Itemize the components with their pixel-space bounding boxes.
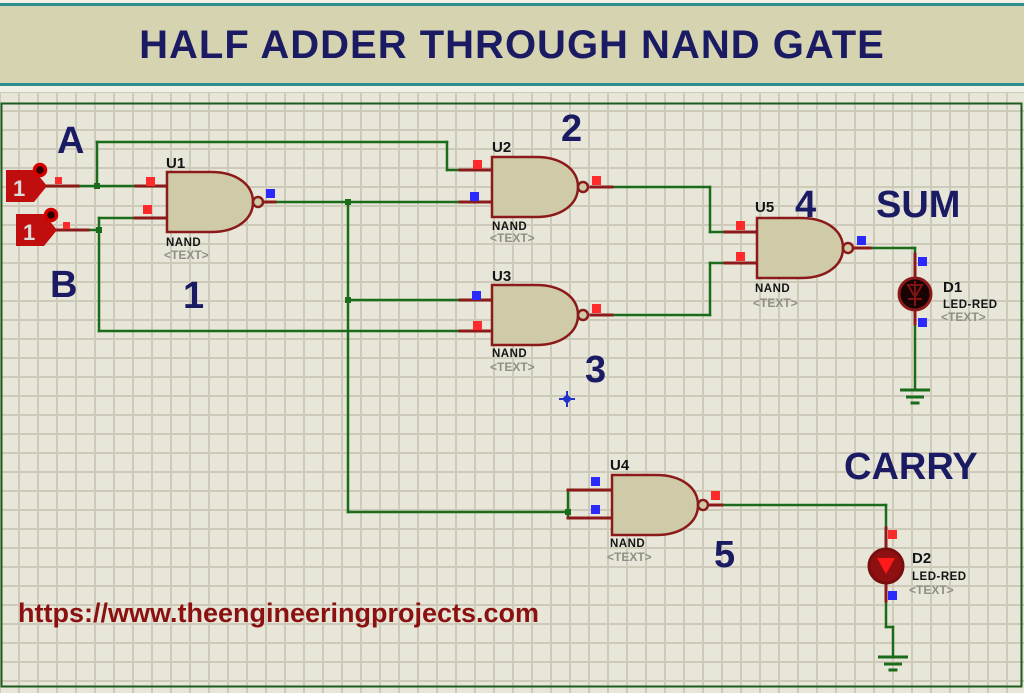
label-b-1: B: [50, 264, 77, 306]
label-u2-10: U2: [492, 139, 511, 156]
state-indicator-high: [473, 160, 482, 169]
state-indicator-low: [857, 236, 866, 245]
pin-a-toggle-button-icon[interactable]: [32, 162, 48, 178]
nand-gate-u1[interactable]: [165, 170, 255, 234]
logic-state-pin-a[interactable]: [6, 170, 47, 202]
label-a-0: A: [57, 120, 84, 162]
nand-gate-u2[interactable]: [490, 155, 580, 219]
state-indicator-high: [888, 530, 897, 539]
state-indicator-high: [736, 252, 745, 261]
label-text-28: <TEXT>: [941, 310, 986, 324]
label-4-5: 4: [795, 184, 816, 226]
label-nand-18: NAND: [492, 348, 527, 360]
state-indicator-high: [711, 491, 720, 500]
watermark-url: https://www.theengineeringprojects.com: [18, 598, 540, 628]
state-indicator-high: [143, 205, 152, 214]
state-indicator-low: [591, 505, 600, 514]
label-nand-20: NAND: [610, 538, 645, 550]
junction-dot: [94, 183, 100, 189]
label-u3-11: U3: [492, 268, 511, 285]
nand-gate-u1-bubble-icon: [251, 195, 265, 209]
label-u1-9: U1: [166, 155, 185, 172]
label-3-4: 3: [585, 349, 606, 391]
state-indicator-low: [266, 189, 275, 198]
junction-dot: [345, 297, 351, 303]
label-text-27: <TEXT>: [607, 550, 652, 564]
label-1-2: 1: [183, 275, 204, 317]
label-nand-16: NAND: [166, 237, 201, 249]
state-indicator-high: [473, 321, 482, 330]
state-indicator-high: [146, 177, 155, 186]
junction-dot: [565, 509, 571, 515]
state-indicator-low: [888, 591, 897, 600]
state-indicator-low: [591, 477, 600, 486]
label-d1-14: D1: [943, 279, 962, 296]
label-carry-8: CARRY: [844, 446, 978, 488]
label-2-3: 2: [561, 108, 582, 150]
state-indicator-high: [592, 176, 601, 185]
origin-marker-center-icon: [562, 394, 572, 404]
pin-b-state-value: 1: [23, 220, 35, 245]
junction-dot: [96, 227, 102, 233]
label-ledred-21: LED-RED: [943, 299, 998, 311]
nand-gate-u3-bubble-icon: [576, 308, 590, 322]
state-indicator-low: [918, 257, 927, 266]
state-indicator-low: [472, 291, 481, 300]
state-indicator-high: [736, 221, 745, 230]
label-nand-19: NAND: [755, 283, 790, 295]
label-text-23: <TEXT>: [164, 248, 209, 262]
label-text-25: <TEXT>: [490, 360, 535, 374]
state-indicator-high: [55, 177, 62, 184]
page-title: HALF ADDER THROUGH NAND GATE: [139, 23, 885, 67]
logic-state-pin-b[interactable]: [16, 214, 57, 246]
sheet-border: [0, 102, 1023, 688]
label-nand-17: NAND: [492, 221, 527, 233]
junction-dot: [345, 199, 351, 205]
title-banner: HALF ADDER THROUGH NAND GATE: [0, 0, 1024, 92]
label-sum-7: SUM: [876, 184, 960, 226]
title-banner-box: HALF ADDER THROUGH NAND GATE: [0, 3, 1024, 86]
nand-gate-u5-bubble-icon: [841, 241, 855, 255]
label-text-24: <TEXT>: [490, 231, 535, 245]
pin-a-state-value: 1: [13, 176, 25, 201]
state-indicator-high: [63, 222, 70, 229]
label-text-29: <TEXT>: [909, 583, 954, 597]
state-indicator-high: [592, 304, 601, 313]
state-indicator-low: [918, 318, 927, 327]
nand-gate-u5[interactable]: [755, 216, 845, 280]
label-5-6: 5: [714, 534, 735, 576]
label-d2-15: D2: [912, 550, 931, 567]
nand-gate-u2-bubble-icon: [576, 180, 590, 194]
label-ledred-22: LED-RED: [912, 571, 967, 583]
label-u4-13: U4: [610, 457, 630, 474]
nand-gate-u4[interactable]: [610, 473, 700, 537]
label-u5-12: U5: [755, 199, 774, 216]
pin-b-toggle-button-icon[interactable]: [43, 207, 59, 223]
led-d2-diode-icon: [877, 558, 895, 574]
state-indicator-low: [470, 192, 479, 201]
nand-gate-u3[interactable]: [490, 283, 580, 347]
nand-gate-u4-bubble-icon: [696, 498, 710, 512]
label-text-26: <TEXT>: [753, 296, 798, 310]
